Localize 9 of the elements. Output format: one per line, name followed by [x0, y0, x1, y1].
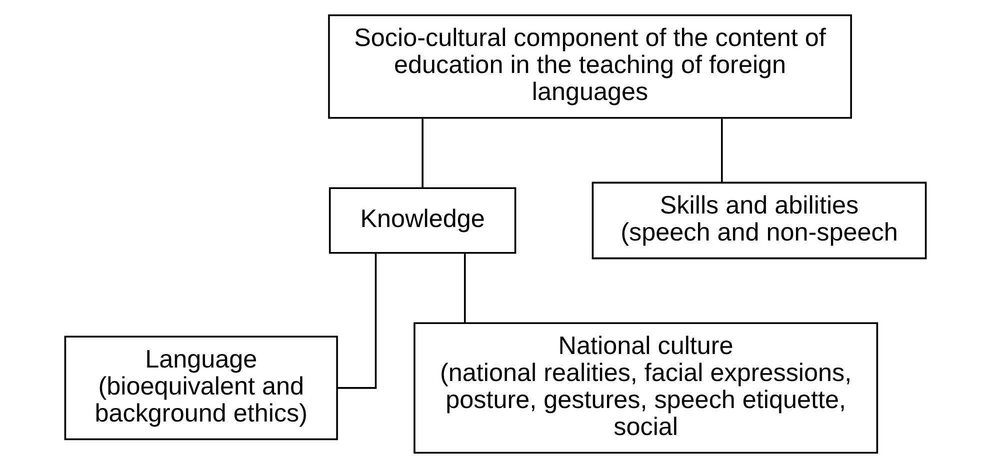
- connector: [338, 254, 377, 389]
- node-box: National culture (national realities, facial expressions, posture, gestures, speech etiquette, social: [414, 322, 878, 454]
- node-box: Skills and abilities (speech and non-speech: [592, 182, 927, 260]
- connector: [422, 118, 424, 188]
- node-box: Language (bioequivalent and background ethics): [64, 336, 338, 440]
- node-box: Knowledge: [328, 187, 516, 254]
- node-box: Socio-cultural component of the content of education in the teaching of foreign languages: [328, 14, 852, 119]
- connector: [721, 118, 723, 183]
- connector: [464, 254, 466, 324]
